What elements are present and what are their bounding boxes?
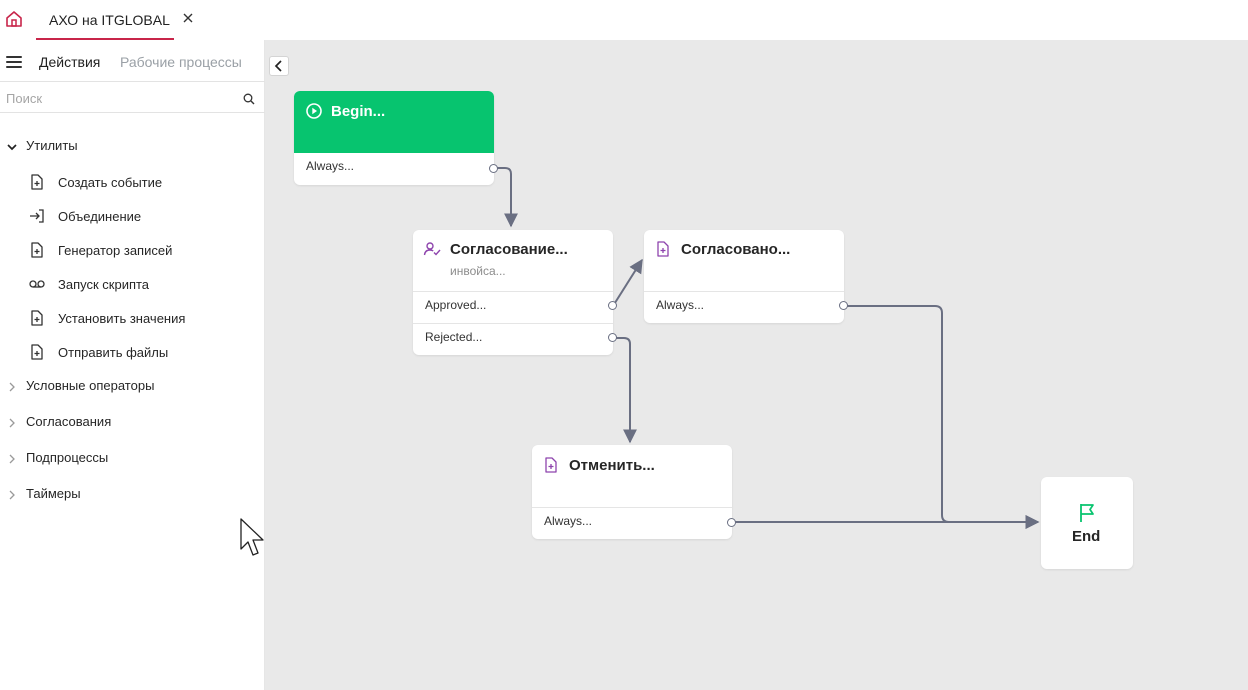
node-title: Согласовано... bbox=[681, 241, 791, 258]
output-label: Always... bbox=[544, 514, 593, 528]
action-label: Генератор записей bbox=[58, 243, 173, 258]
search-input[interactable] bbox=[6, 88, 236, 108]
output-label: Rejected... bbox=[425, 330, 483, 344]
file-plus-icon bbox=[28, 309, 46, 327]
output-port[interactable] bbox=[727, 518, 736, 527]
output-always[interactable]: Always... bbox=[644, 291, 844, 323]
action-run-script[interactable]: Запуск скрипта bbox=[0, 271, 265, 297]
chevron-left-icon bbox=[274, 60, 282, 72]
action-label: Объединение bbox=[58, 209, 142, 224]
node-approval[interactable]: Согласование... инвойса... Approved... R… bbox=[413, 230, 617, 355]
chevron-right-icon bbox=[6, 452, 18, 464]
link-rejected-to-cancel bbox=[613, 337, 637, 444]
link-begin-to-approval bbox=[494, 167, 518, 228]
chevron-down-icon bbox=[6, 140, 18, 152]
group-utilities[interactable]: Утилиты bbox=[0, 134, 265, 158]
flag-icon bbox=[1077, 502, 1095, 522]
output-port[interactable] bbox=[839, 301, 848, 310]
play-circle-icon bbox=[305, 102, 323, 120]
chevron-right-icon bbox=[6, 380, 18, 392]
action-label: Создать событие bbox=[58, 175, 163, 190]
action-set-values[interactable]: Установить значения bbox=[0, 305, 265, 331]
chevron-right-icon bbox=[6, 488, 18, 500]
action-label: Отправить файлы bbox=[58, 345, 169, 360]
node-title: Begin... bbox=[331, 103, 386, 120]
collapse-sidebar-button[interactable] bbox=[269, 56, 289, 76]
hamburger-menu-icon[interactable] bbox=[6, 56, 22, 68]
output-label: Approved... bbox=[425, 298, 487, 312]
node-cancel[interactable]: Отменить... Always... bbox=[532, 445, 736, 539]
node-title: End bbox=[1072, 528, 1101, 545]
output-label: Always... bbox=[656, 298, 705, 312]
output-rejected[interactable]: Rejected... bbox=[413, 323, 613, 355]
file-plus-icon bbox=[28, 241, 46, 259]
tab-axo[interactable]: АХО на ITGLOBAL bbox=[36, 0, 193, 40]
chevron-right-icon bbox=[6, 416, 18, 428]
group-timers[interactable]: Таймеры bbox=[0, 482, 265, 506]
workflow-links bbox=[494, 167, 1040, 529]
output-port[interactable] bbox=[489, 164, 498, 173]
node-subtitle: инвойса... bbox=[450, 264, 506, 278]
group-label: Согласования bbox=[26, 414, 112, 429]
action-create-event[interactable]: Создать событие bbox=[0, 169, 265, 195]
tab-workflows[interactable]: Рабочие процессы bbox=[120, 54, 242, 70]
tab-title: АХО на ITGLOBAL bbox=[49, 12, 170, 28]
file-plus-icon bbox=[542, 456, 560, 474]
group-subprocesses[interactable]: Подпроцессы bbox=[0, 446, 265, 470]
user-check-icon bbox=[423, 240, 441, 258]
node-title: Отменить... bbox=[569, 457, 655, 474]
tab-actions[interactable]: Действия bbox=[39, 54, 101, 70]
action-record-generator[interactable]: Генератор записей bbox=[0, 237, 265, 263]
output-approved[interactable]: Approved... bbox=[413, 291, 613, 323]
workflow-canvas[interactable]: Begin... Always... Согласование... инвой… bbox=[265, 40, 1248, 690]
node-approved[interactable]: Согласовано... Always... bbox=[644, 230, 848, 323]
action-join[interactable]: Объединение bbox=[0, 203, 265, 229]
actions-sidebar: Действия Рабочие процессы Утилиты Создат… bbox=[0, 40, 265, 690]
node-begin[interactable]: Begin... Always... bbox=[294, 91, 498, 185]
top-bar: АХО на ITGLOBAL bbox=[0, 0, 1248, 40]
action-label: Запуск скрипта bbox=[58, 277, 150, 292]
group-label: Условные операторы bbox=[26, 378, 155, 393]
action-label: Установить значения bbox=[58, 311, 186, 326]
join-arrow-icon bbox=[28, 207, 46, 225]
voicemail-icon bbox=[28, 275, 46, 293]
close-icon[interactable] bbox=[181, 11, 195, 27]
output-label: Always... bbox=[306, 159, 355, 173]
output-port[interactable] bbox=[608, 301, 617, 310]
file-plus-icon bbox=[28, 173, 46, 191]
link-approved-to-approved-node bbox=[612, 258, 643, 307]
search-icon[interactable] bbox=[243, 92, 255, 105]
file-plus-icon bbox=[654, 240, 672, 258]
group-conditional-operators[interactable]: Условные операторы bbox=[0, 374, 265, 398]
home-icon[interactable] bbox=[4, 9, 24, 29]
node-title: Согласование... bbox=[450, 241, 568, 258]
search-box bbox=[0, 81, 265, 113]
link-approved-node-to-end bbox=[844, 305, 1040, 529]
group-label: Таймеры bbox=[26, 486, 81, 501]
file-plus-icon bbox=[28, 343, 46, 361]
output-always[interactable]: Always... bbox=[532, 507, 732, 539]
node-header: Begin... bbox=[294, 91, 494, 153]
output-port[interactable] bbox=[608, 333, 617, 342]
group-label: Утилиты bbox=[26, 138, 78, 153]
node-end[interactable]: End bbox=[1041, 477, 1133, 569]
output-always[interactable]: Always... bbox=[294, 153, 494, 185]
group-label: Подпроцессы bbox=[26, 450, 109, 465]
action-send-files[interactable]: Отправить файлы bbox=[0, 339, 265, 365]
group-approvals[interactable]: Согласования bbox=[0, 410, 265, 434]
